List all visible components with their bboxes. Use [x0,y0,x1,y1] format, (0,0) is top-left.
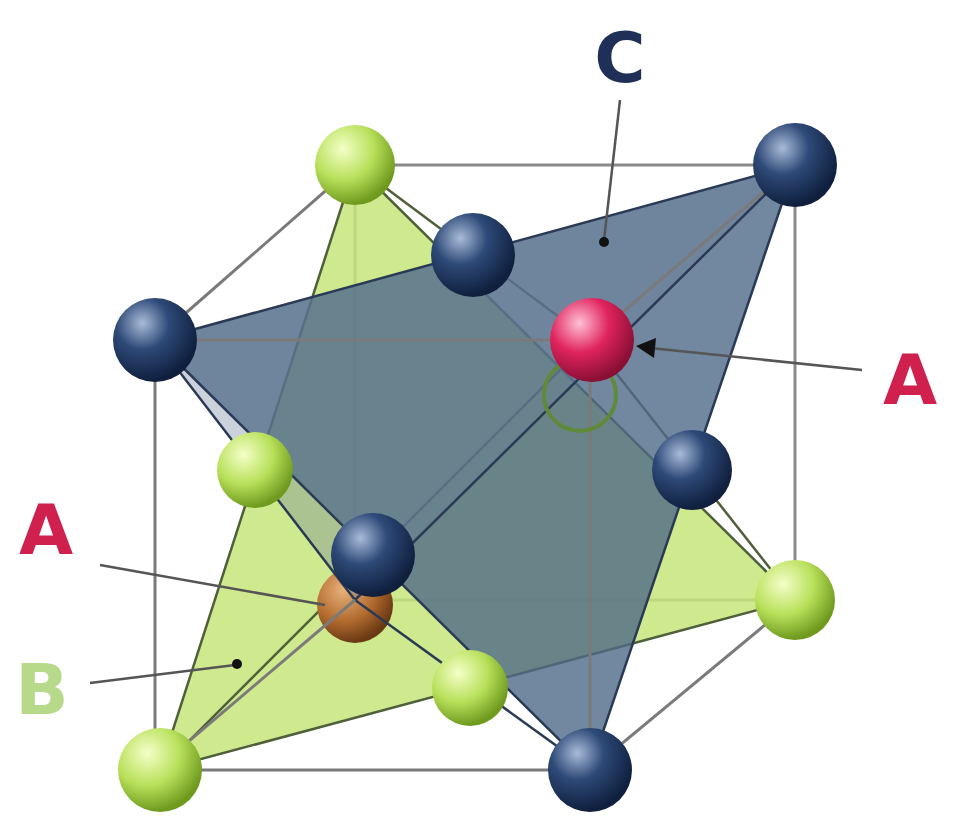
site-label: B [15,655,68,725]
site-label: A [19,495,73,565]
site-label: A [883,345,937,415]
site-label: C [594,23,645,93]
